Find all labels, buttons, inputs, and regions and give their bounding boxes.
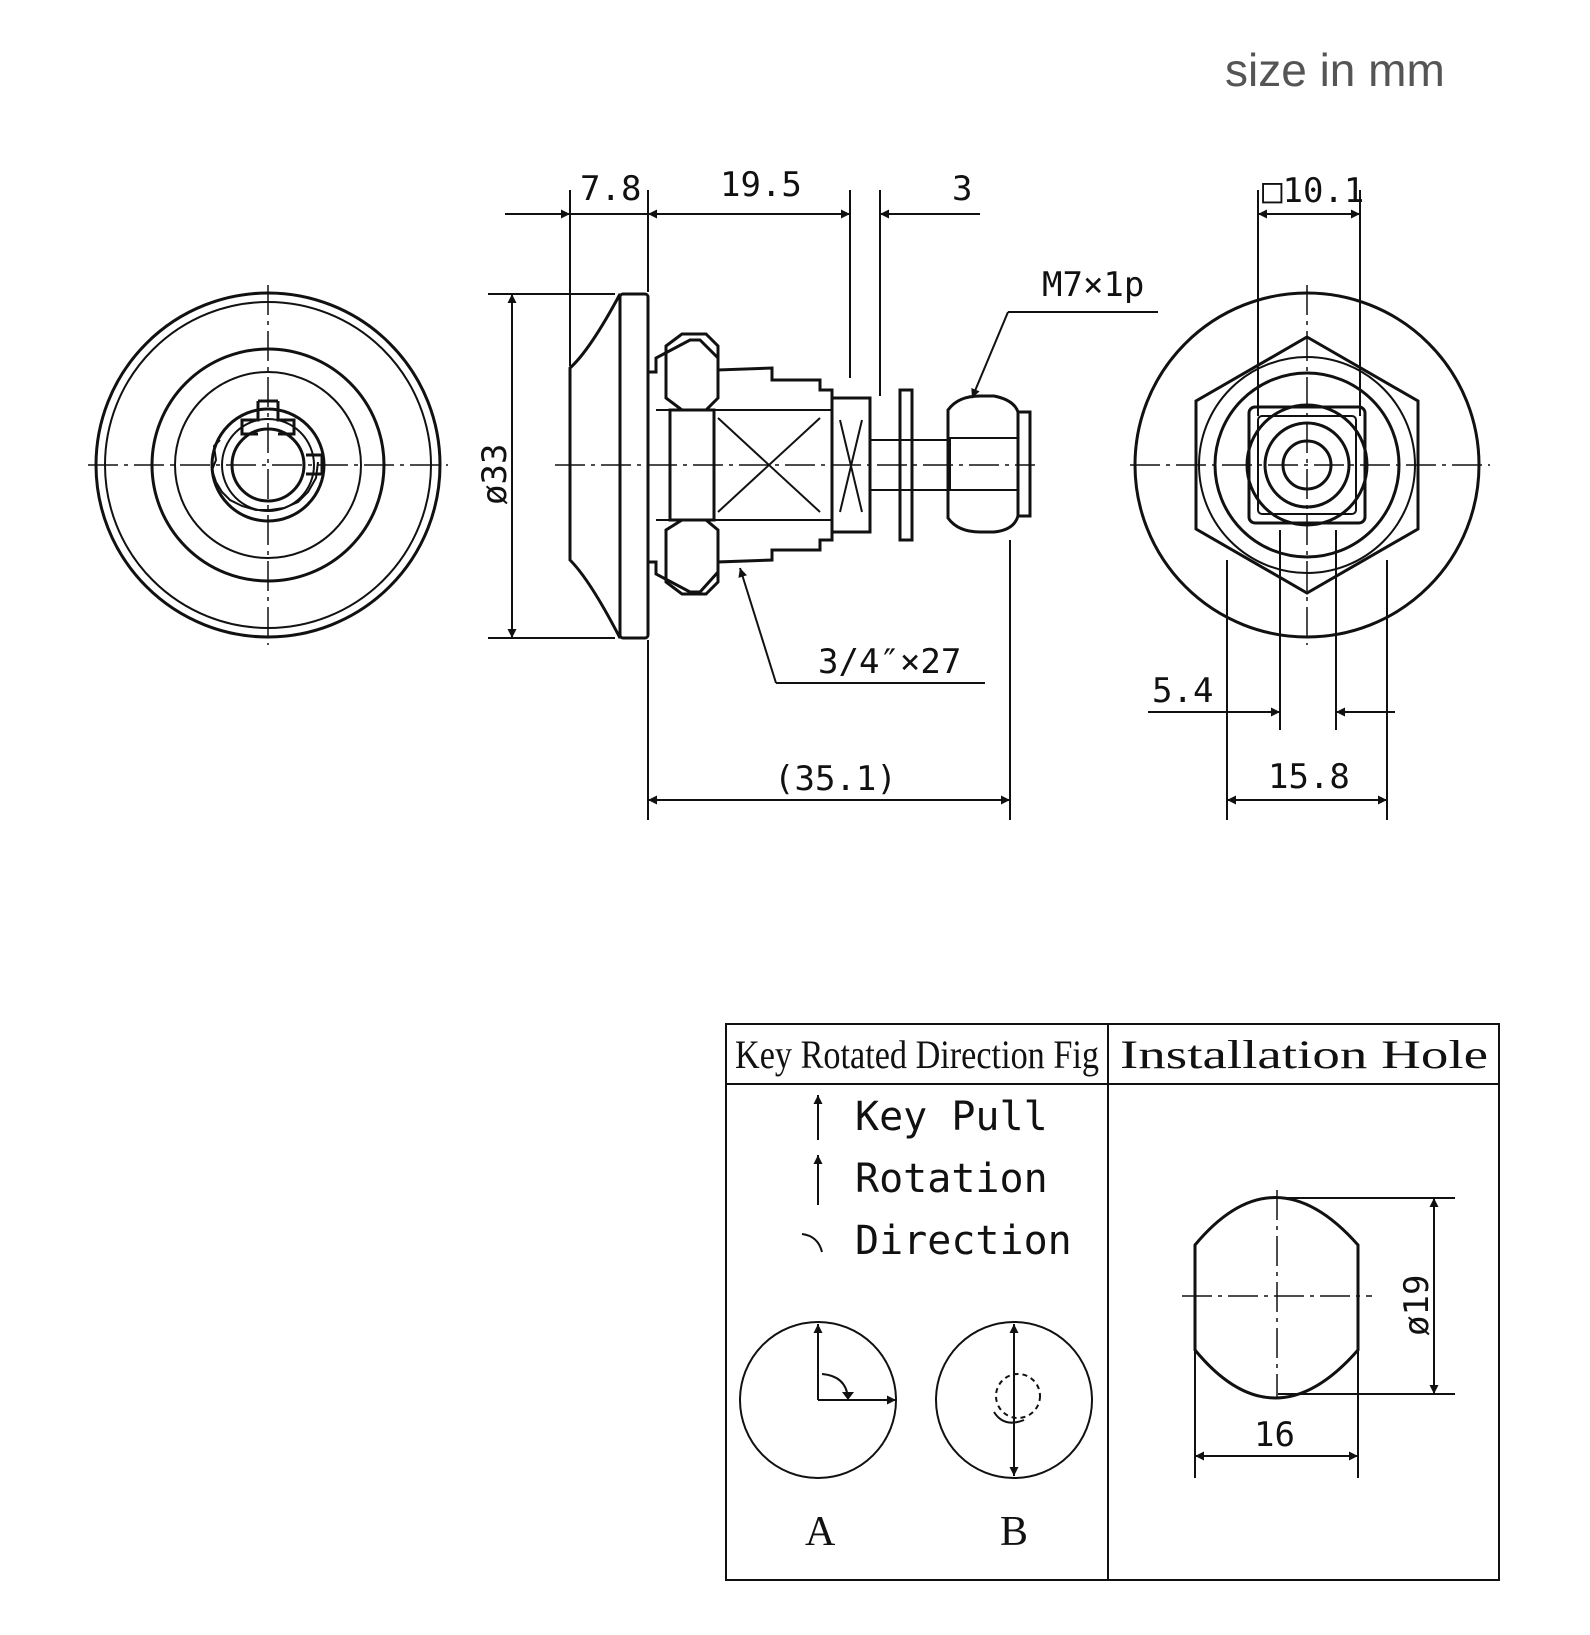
dim-thread-body: 3/4″×27: [818, 642, 961, 682]
dim-gap: 3: [952, 169, 972, 209]
front-view: [88, 285, 448, 645]
dim-hole-flat-width: 16: [1254, 1415, 1295, 1455]
dim-width: 15.8: [1268, 757, 1350, 797]
key-figure-a: A: [739, 1321, 897, 1555]
table-header-right: Installation Hole: [1120, 1032, 1488, 1077]
dim-body-length: 19.5: [720, 165, 802, 205]
legend-direction-label: Direction: [855, 1218, 1072, 1264]
size-note: size in mm: [1225, 44, 1445, 96]
side-view: [555, 292, 1035, 640]
legend-rotation-label: Rotation: [855, 1156, 1048, 1202]
dim-flange-thickness: 7.8: [580, 169, 641, 209]
legend-key-pull-label: Key Pull: [855, 1094, 1048, 1140]
rear-view: [1130, 285, 1490, 645]
key-figure-b: B: [935, 1321, 1093, 1555]
side-view-dimensions: 7.8 19.5 3 M7×1p ø33 3/4″×27 (35.1): [475, 165, 1158, 820]
legend-direction: Direction: [801, 1218, 1072, 1264]
figure-a-label: A: [805, 1509, 836, 1555]
dim-thread-m: M7×1p: [1042, 265, 1144, 305]
rear-view-dimensions: □10.1 5.4 15.8: [1148, 171, 1395, 820]
dim-diameter: ø33: [475, 444, 515, 505]
dim-total-length: (35.1): [774, 759, 897, 799]
dim-hole-diameter: ø19: [1397, 1275, 1437, 1336]
dim-square: □10.1: [1262, 171, 1364, 211]
legend-key-pull: Key Pull: [813, 1094, 1048, 1140]
table-header-left: Key Rotated Direction Fig: [735, 1032, 1099, 1077]
figure-b-label: B: [1000, 1509, 1028, 1555]
dim-offset: 5.4: [1152, 671, 1213, 711]
installation-hole: ø19 16: [1182, 1190, 1455, 1478]
info-table: Key Rotated Direction Fig Installation H…: [725, 1023, 1500, 1581]
legend-rotation: Rotation: [813, 1155, 1048, 1205]
